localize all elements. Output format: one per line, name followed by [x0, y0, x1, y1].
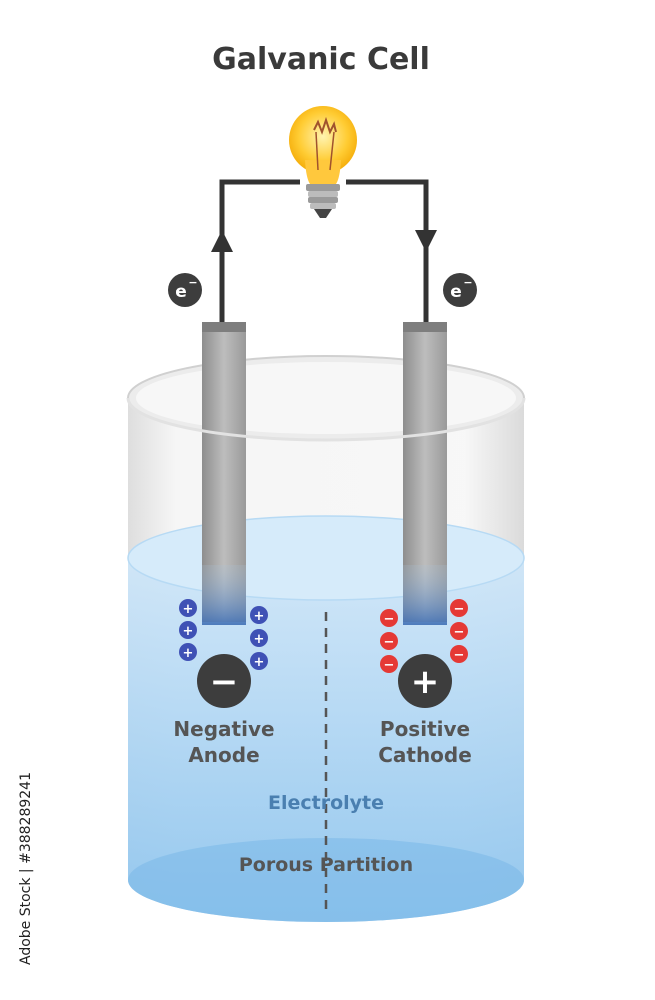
- cathode-label-line2: Cathode: [378, 743, 472, 767]
- anode-electrode: [202, 322, 246, 625]
- cation-ion: +: [250, 652, 268, 670]
- anode-terminal-sign: −: [197, 654, 251, 708]
- anode-label-line1: Negative: [173, 717, 274, 741]
- electron-flow-up-arrow: [211, 230, 233, 252]
- light-bulb-icon: [289, 106, 357, 218]
- svg-text:+: +: [183, 624, 194, 639]
- svg-text:+: +: [254, 655, 265, 670]
- svg-text:e: e: [175, 282, 187, 302]
- svg-text:e: e: [450, 282, 462, 302]
- cathode-label-line1: Positive: [380, 717, 470, 741]
- svg-text:−: −: [454, 602, 465, 617]
- svg-text:+: +: [411, 662, 440, 702]
- anion-ion: −: [380, 609, 398, 627]
- cathode-anion-group: − − − − − −: [380, 599, 468, 673]
- cathode-terminal-sign: +: [398, 654, 452, 708]
- beaker-front-rim: [126, 397, 526, 442]
- svg-text:−: −: [188, 276, 197, 289]
- cation-ion: +: [179, 621, 197, 639]
- porous-partition-label: Porous Partition: [239, 854, 413, 876]
- anion-ion: −: [450, 645, 468, 663]
- svg-text:+: +: [254, 609, 265, 624]
- electrolyte-label: Electrolyte: [268, 792, 384, 814]
- electron-badge-right: e −: [443, 273, 477, 307]
- anode-label-line2: Anode: [188, 743, 259, 767]
- svg-text:+: +: [183, 646, 194, 661]
- anode-cation-group: + + + + + +: [179, 599, 268, 670]
- svg-text:−: −: [384, 612, 395, 627]
- anion-ion: −: [380, 632, 398, 650]
- svg-text:−: −: [384, 658, 395, 673]
- svg-text:−: −: [384, 635, 395, 650]
- svg-text:+: +: [183, 602, 194, 617]
- electron-flow-down-arrow: [415, 230, 437, 252]
- cation-ion: +: [179, 643, 197, 661]
- cation-ion: +: [179, 599, 197, 617]
- diagram-title: Galvanic Cell: [212, 42, 430, 77]
- svg-text:−: −: [454, 648, 465, 663]
- electron-badge-left: e −: [168, 273, 202, 307]
- svg-text:−: −: [463, 276, 472, 289]
- svg-text:−: −: [210, 662, 239, 702]
- stock-id-text: Adobe Stock | #388289241: [18, 772, 34, 965]
- anion-ion: −: [450, 622, 468, 640]
- cation-ion: +: [250, 606, 268, 624]
- cation-ion: +: [250, 629, 268, 647]
- svg-text:−: −: [454, 625, 465, 640]
- anion-ion: −: [380, 655, 398, 673]
- svg-text:+: +: [254, 632, 265, 647]
- anion-ion: −: [450, 599, 468, 617]
- external-circuit-wire: [219, 179, 429, 322]
- cathode-electrode: [403, 322, 447, 625]
